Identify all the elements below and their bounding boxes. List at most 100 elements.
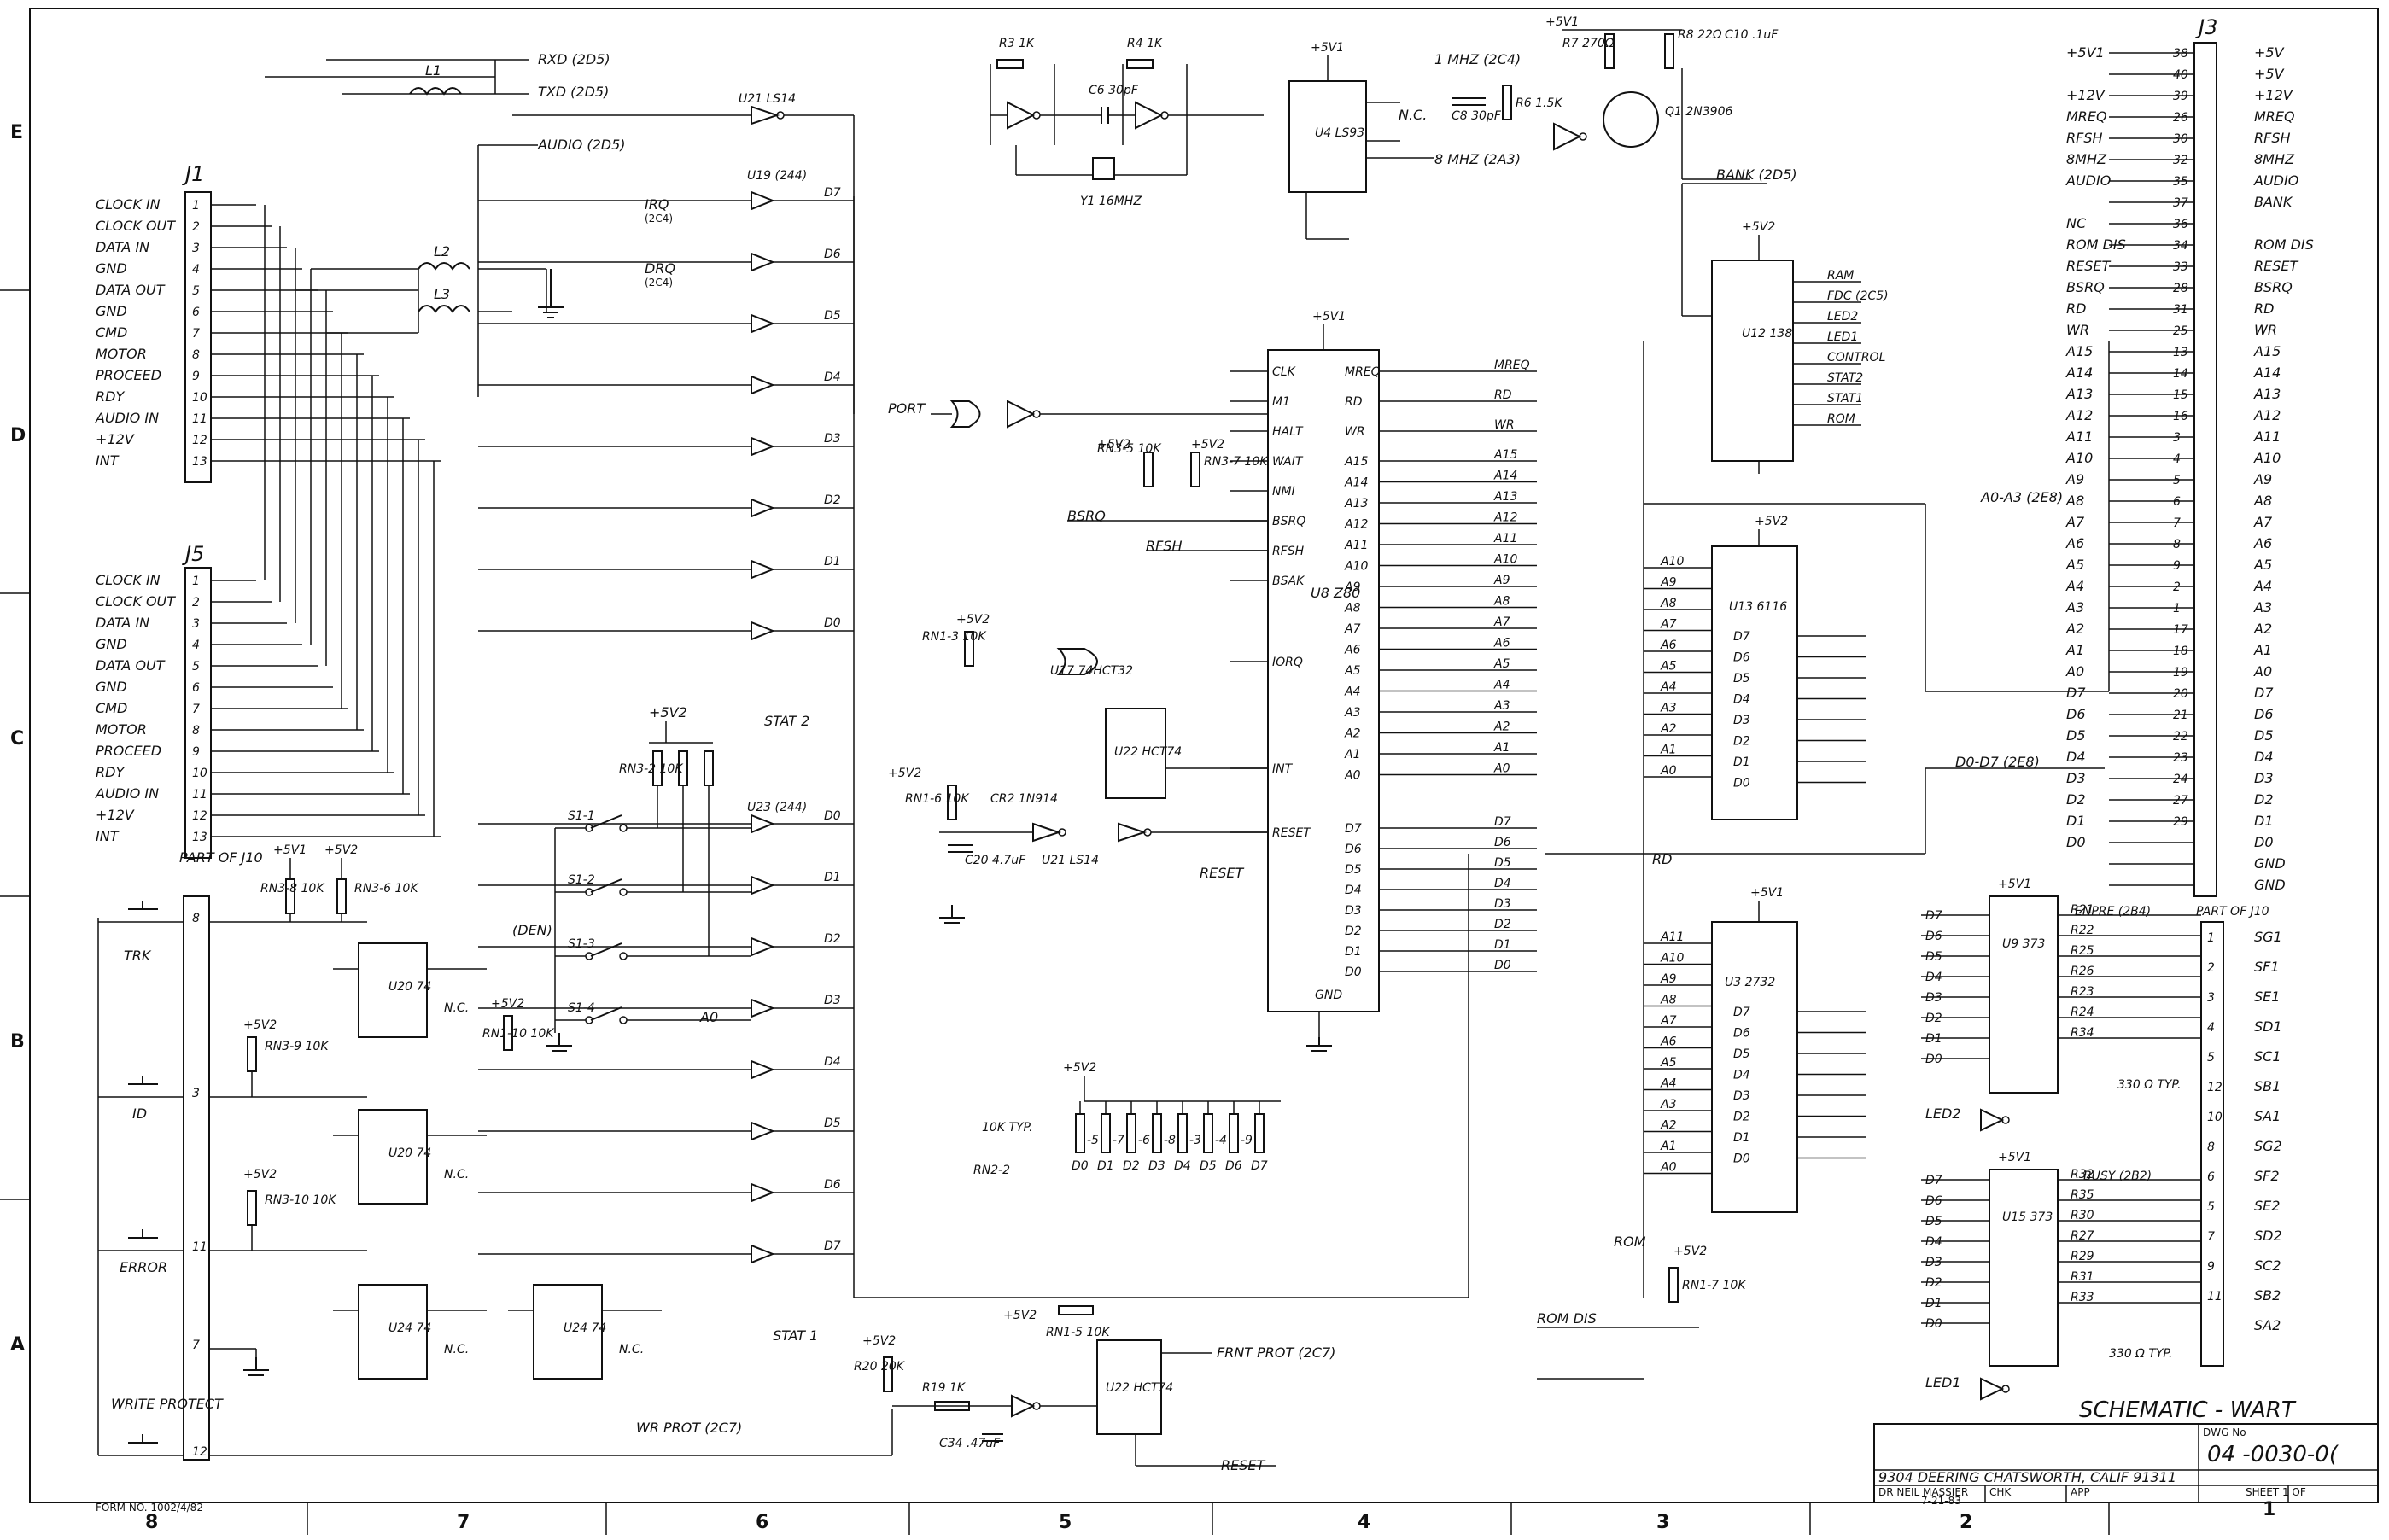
z80-right-pin-16: A2 bbox=[1344, 727, 1361, 741]
u3-data-3: D4 bbox=[1733, 1069, 1750, 1082]
j5-signal-7: MOTOR bbox=[96, 721, 147, 738]
j3-right-signal-24: A5 bbox=[2253, 557, 2272, 573]
rn2-bit-2: D2 bbox=[1123, 1159, 1140, 1173]
j3-pin-18: 3 bbox=[2173, 431, 2181, 445]
z80-right-pin-20: D6 bbox=[1345, 843, 1362, 856]
j1-j5-interconnect bbox=[264, 59, 547, 837]
u16a-label: U21 LS14 bbox=[1042, 854, 1099, 867]
u3-data-5: D2 bbox=[1733, 1111, 1750, 1124]
j10r-pin-0: 1 bbox=[2207, 931, 2215, 945]
u13-data-6: D1 bbox=[1733, 755, 1750, 769]
z80-left-pin-5: BSRQ bbox=[1272, 515, 1305, 528]
u3-addr-6: A5 bbox=[1660, 1056, 1677, 1070]
z80-gnd: GND bbox=[1315, 989, 1342, 1002]
j3-pin-16: 15 bbox=[2173, 388, 2188, 402]
u9-in-1: D6 bbox=[1925, 930, 1942, 943]
u23-buffer-3 bbox=[751, 998, 775, 1018]
rn2-bit-0: D0 bbox=[1072, 1159, 1089, 1173]
u13-addr-7: A3 bbox=[1660, 702, 1676, 715]
j10r-pin-6: 10 bbox=[2207, 1111, 2223, 1124]
j3-right-signal-13: WR bbox=[2254, 322, 2277, 338]
j10r-signal-1: SF1 bbox=[2254, 959, 2280, 975]
j10-left-name: PART OF J10 bbox=[179, 849, 263, 866]
u4-label: U4 LS93 bbox=[1315, 126, 1364, 140]
u13-data-7: D0 bbox=[1733, 777, 1750, 790]
u9-in-7: D0 bbox=[1925, 1053, 1942, 1066]
inductors: L1 L2 L3 bbox=[409, 62, 512, 313]
j10-pin-11: 11 bbox=[192, 1240, 207, 1254]
rn17-power: +5V2 bbox=[1673, 1245, 1707, 1258]
j3-pin-22: 7 bbox=[2173, 516, 2181, 530]
flipflop-1 bbox=[358, 1109, 428, 1205]
u19-buffer-2 bbox=[751, 313, 775, 334]
z80-right-net-8: A10 bbox=[1493, 553, 1517, 567]
u3-addr-7: A4 bbox=[1660, 1077, 1676, 1091]
u4-power: +5V1 bbox=[1311, 41, 1344, 55]
j3-pin-28: 18 bbox=[2173, 645, 2188, 658]
j3-pin-12: 31 bbox=[2173, 303, 2188, 317]
j3-pin-20: 5 bbox=[2173, 474, 2181, 487]
u9-res-1: R22 bbox=[2071, 924, 2094, 937]
u13-data-4: D3 bbox=[1733, 714, 1750, 727]
z80-right-net-17: A1 bbox=[1493, 741, 1510, 755]
j3-pin-29: 19 bbox=[2173, 666, 2188, 680]
u12-out-label-3: LED1 bbox=[1827, 330, 1858, 344]
rn2-bit-3: D3 bbox=[1148, 1159, 1165, 1173]
u19-data-7: D0 bbox=[824, 616, 841, 630]
s1-contact-b-0 bbox=[619, 824, 628, 832]
drawn-date: 7-21-83 bbox=[1921, 1495, 1961, 1507]
u23-buffer-5 bbox=[751, 1121, 775, 1141]
z80-cpu: +5V1 U8 Z80 GND CLKM1HALTWAITNMIBSRQRFSH… bbox=[1230, 310, 1537, 1037]
j5-name: J5 bbox=[182, 542, 204, 566]
rn2-res-7 bbox=[1254, 1113, 1265, 1153]
u22a-label: U22 HCT74 bbox=[1114, 745, 1182, 759]
s1-lever-3 bbox=[590, 1006, 622, 1021]
u15-latch: U15 373 +5V1 BUSY (2B2) 330 Ω TYP. D7D6D… bbox=[1921, 1151, 2201, 1401]
u19-data-1: D6 bbox=[824, 248, 841, 261]
j3-left-signal-17: A12 bbox=[2065, 407, 2093, 423]
j3-pin-1: 40 bbox=[2173, 68, 2188, 82]
u3-label: U3 2732 bbox=[1725, 976, 1775, 989]
j5-signal-9: RDY bbox=[96, 764, 125, 780]
z80-right-net-25: D1 bbox=[1494, 938, 1511, 952]
u12-label: U12 138 bbox=[1742, 327, 1792, 341]
j1-signal-0: CLOCK IN bbox=[96, 196, 161, 213]
u15-res-2: R30 bbox=[2071, 1209, 2094, 1222]
z80-left-pin-4: NMI bbox=[1272, 485, 1295, 499]
u15-in-6: D1 bbox=[1925, 1297, 1942, 1310]
u12-out-label-6: STAT1 bbox=[1827, 392, 1863, 405]
u13-addr-0: A10 bbox=[1660, 555, 1684, 569]
j5-signal-1: CLOCK OUT bbox=[96, 593, 176, 610]
den-label: (DEN) bbox=[512, 922, 552, 938]
j3-pin-19: 4 bbox=[2173, 452, 2181, 466]
u3-data-1: D6 bbox=[1733, 1027, 1750, 1041]
rn2-res-2 bbox=[1126, 1113, 1136, 1153]
j10-right-name: PART OF J10 bbox=[2196, 905, 2269, 919]
u19-buffer-1 bbox=[751, 252, 775, 272]
bsrq-left: BSRQ bbox=[1067, 508, 1106, 524]
r3-label: R3 1K bbox=[999, 37, 1036, 50]
rn3-2-label: RN3-2 10K bbox=[619, 762, 684, 776]
zone-a: A bbox=[10, 1334, 25, 1356]
q1-power: +5V1 bbox=[1545, 15, 1579, 29]
id-label: ID bbox=[132, 1105, 147, 1122]
j3-pin-26: 1 bbox=[2173, 602, 2181, 615]
j3-pin-32: 22 bbox=[2173, 730, 2188, 744]
j3-right-signal-1: +5V bbox=[2254, 66, 2285, 82]
j3-left-signal-34: D3 bbox=[2066, 770, 2086, 786]
flipflop-label-1: U20 74 bbox=[388, 1146, 431, 1160]
j3-right-signal-35: D2 bbox=[2254, 791, 2274, 808]
rn2-pullups: +5V2 10K TYP. RN2-2 D0-5D1-7D2-6D3-8D4-3… bbox=[973, 1061, 1281, 1177]
r7-label: R7 270Ω bbox=[1562, 37, 1615, 50]
j3-right-signal-12: RD bbox=[2254, 300, 2274, 317]
j3-left-signal-35: D2 bbox=[2066, 791, 2086, 808]
zone-6: 6 bbox=[756, 1512, 768, 1533]
r8-label: R8 22Ω bbox=[1678, 28, 1722, 42]
j3-left-signal-10: RESET bbox=[2066, 258, 2111, 274]
j3-pin-2: 39 bbox=[2173, 90, 2188, 103]
j3-left-signal-16: A13 bbox=[2065, 386, 2093, 402]
j10r-signal-12: SB2 bbox=[2254, 1287, 2281, 1304]
u19-data-3: D4 bbox=[824, 370, 841, 384]
z80-right-pin-18: A0 bbox=[1344, 769, 1361, 783]
